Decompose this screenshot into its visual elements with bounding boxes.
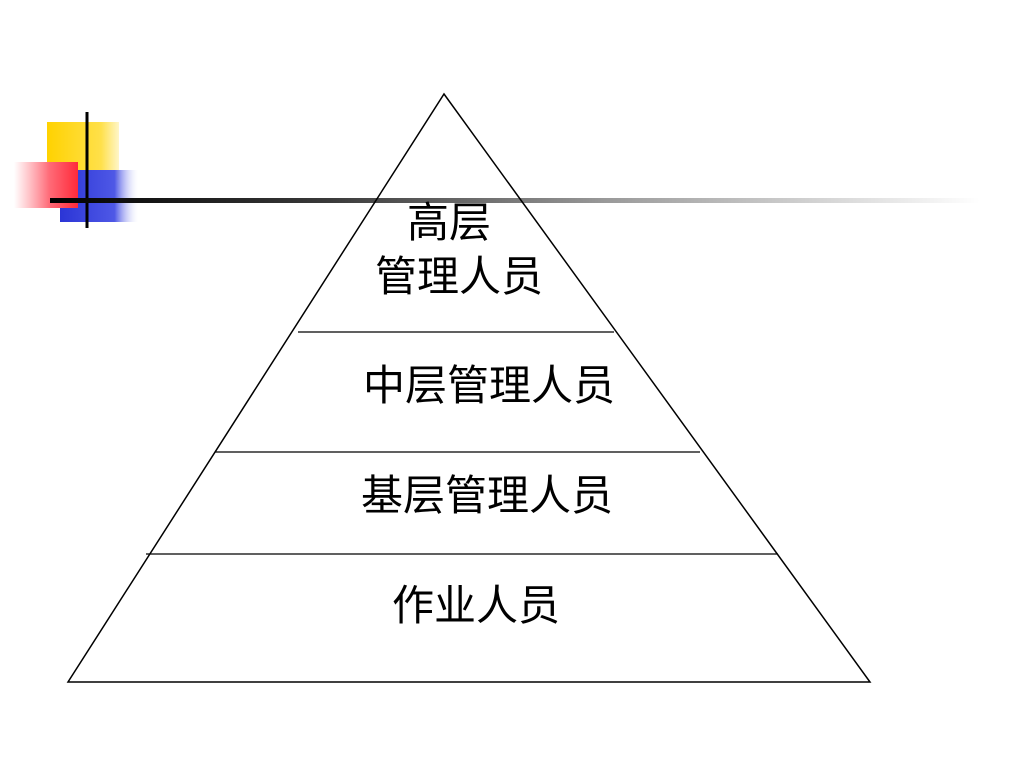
pyramid-diagram: 高层 管理人员 中层管理人员 基层管理人员 作业人员 [66,92,872,683]
level-base-label: 基层管理人员 [361,471,613,520]
level-top-line-2: 管理人员 [375,252,543,301]
level-workers-label: 作业人员 [392,581,560,630]
title-rule [50,198,980,203]
pyramid-outline [66,92,872,683]
pyramid-level-workers: 作业人员 [392,581,560,630]
pyramid-level-base: 基层管理人员 [361,471,613,520]
pyramid-level-middle: 中层管理人员 [363,361,615,410]
level-middle-label: 中层管理人员 [363,361,615,410]
pyramid-level-top: 高层 管理人员 [375,198,543,301]
level-top-line-1: 高层 [407,198,491,247]
decorative-squares-logo [14,112,138,228]
